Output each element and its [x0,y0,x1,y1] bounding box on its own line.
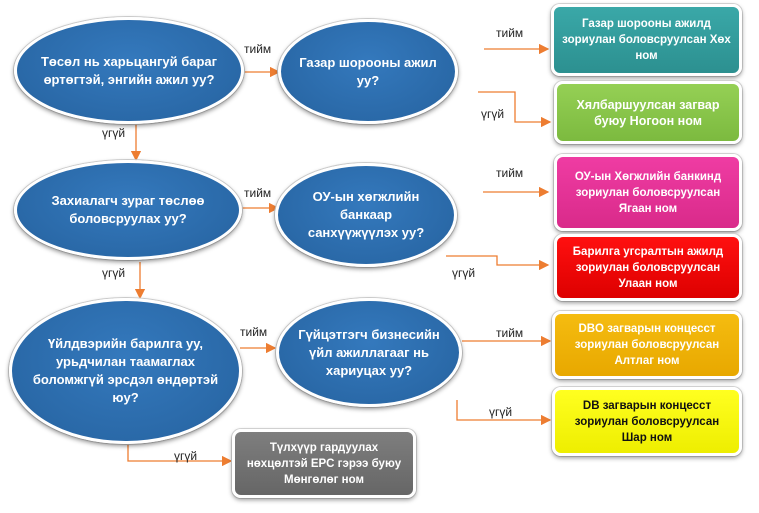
label-yes: тийм [496,166,524,180]
question-mdb-financed: ОУ-ын хөгжлийн банкаар санхүүжүүлэх уу? [275,163,457,267]
label-yes: тийм [244,42,272,56]
label-no: үгүй [102,266,126,280]
label-yes: тийм [244,186,272,200]
outcome-green-book: Хялбаршуулсан загвар буюу Ногоон ном [554,81,742,144]
outcome-blue-book: Газар шорооны ажилд зориулан боловсруулс… [551,4,742,76]
outcome-red-book: Барилга угсралтын ажилд зориулан боловср… [554,234,742,301]
label-yes: тийм [496,326,524,340]
label-no: үгүй [489,405,513,419]
label-no: үгүй [481,107,505,121]
label-no: үгүй [452,266,476,280]
outcome-gold-book: DBO загварын концесст зориулан боловсруу… [552,311,742,379]
label-yes: тийм [496,26,524,40]
label-no: үгүй [102,126,126,140]
outcome-pink-book: ОУ-ын Хөгжлийн банкинд зориулан боловсру… [554,154,742,231]
question-earthworks: Газар шорооны ажил уу? [278,19,458,124]
arrow-q5-no [127,443,233,467]
question-employer-design: Захиалагч зураг төслөө боловсруулах уу? [14,160,242,260]
outcome-silver-book: Түлхүүр гардуулах нөхцөлтэй EPC гэрээ бу… [232,429,416,498]
question-contractor-operates: Гүйцэтгэгч бизнесийн үйл ажиллагааг нь х… [276,298,462,407]
arrow-q2-no [478,91,552,128]
outcome-yellow-book: DB загварын концесст зориулан боловсруул… [552,387,742,456]
question-simple-low-cost: Төсөл нь харьцангуй бараг өртөгтэй, энги… [14,17,244,124]
label-no: үгүй [174,449,198,463]
arrow-q4-no [446,255,550,271]
label-yes: тийм [240,325,268,339]
arrow-q6-no [456,400,552,426]
question-process-plant-risk: Үйлдвэрийн барилга уу, урьдчилан таамагл… [9,298,242,444]
